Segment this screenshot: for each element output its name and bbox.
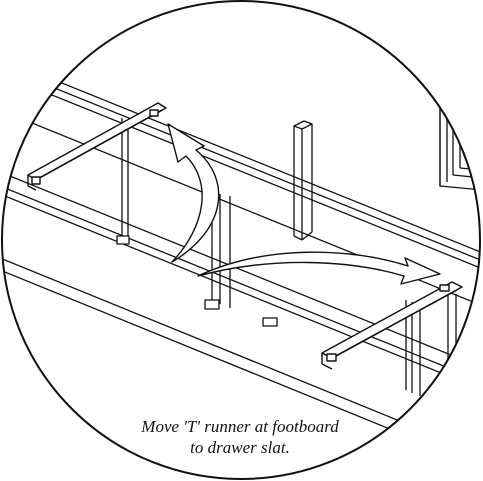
caption-line-2: to drawer slat. <box>190 438 290 457</box>
center-post <box>293 120 313 241</box>
t-runner-right <box>321 281 463 370</box>
curved-arrow-right <box>197 251 441 285</box>
curved-arrow-up <box>167 123 220 263</box>
t-runner-left <box>27 102 167 191</box>
slat-supports <box>116 118 457 404</box>
drawer-box <box>439 54 480 191</box>
caption-line-1: Move 'T' runner at footboard <box>141 417 339 436</box>
